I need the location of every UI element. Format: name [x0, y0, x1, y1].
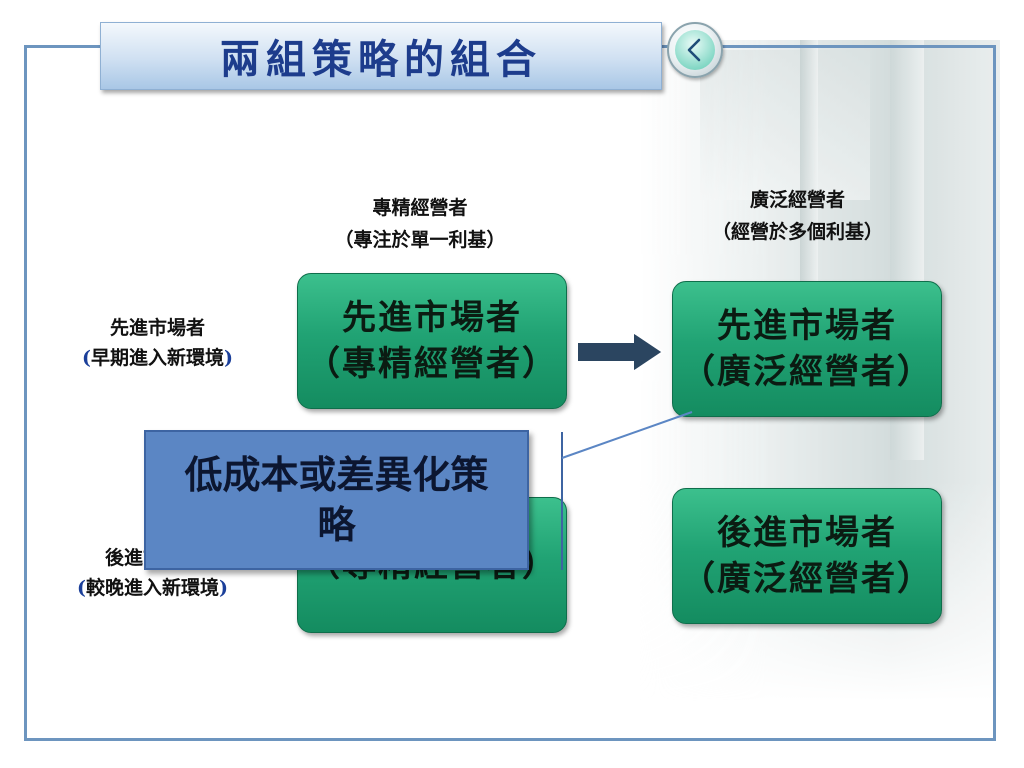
callout-text: 低成本或差異化策略 — [184, 452, 489, 547]
right-arrow-icon — [576, 330, 665, 374]
decorative-bar — [800, 40, 818, 340]
row-header-subtitle: (較晚進入新環境) — [76, 577, 228, 599]
cell-subtitle: （廣泛經營者） — [681, 559, 933, 599]
row-header-title: 先進市場者 — [109, 317, 205, 339]
back-button[interactable] — [667, 22, 723, 78]
cell-title: 先進市場者 — [717, 306, 897, 346]
cell-subtitle: （專精經營者） — [306, 344, 558, 384]
column-header-title: 廣泛經營者 — [749, 189, 845, 211]
cell-first-mover-generalist: 先進市場者 （廣泛經營者） — [672, 281, 942, 417]
cell-first-mover-specialist: 先進市場者 （專精經營者） — [297, 273, 567, 409]
cell-title: 先進市場者 — [342, 298, 522, 338]
slide-title: 兩組策略的組合 — [220, 36, 542, 83]
cell-title: 後進市場者 — [717, 513, 897, 553]
column-header-subtitle: （專注於單一利基） — [334, 229, 506, 251]
column-header-specialist: 專精經營者 （專注於單一利基） — [300, 192, 540, 256]
column-header-subtitle: （經營於多個利基） — [711, 221, 883, 243]
chevron-left-icon — [675, 30, 715, 70]
column-header-generalist: 廣泛經營者 （經營於多個利基） — [670, 184, 925, 248]
cell-late-mover-generalist: 後進市場者 （廣泛經營者） — [672, 488, 942, 624]
decorative-plate — [700, 50, 870, 200]
row-header-first-mover: 先進市場者 (早期進入新環境) — [40, 313, 275, 373]
row-header-subtitle: (早期進入新環境) — [81, 347, 233, 369]
strategy-callout: 低成本或差異化策略 — [144, 430, 529, 570]
cell-subtitle: （廣泛經營者） — [681, 352, 933, 392]
column-header-title: 專精經營者 — [372, 197, 468, 219]
title-banner: 兩組策略的組合 — [100, 22, 662, 90]
